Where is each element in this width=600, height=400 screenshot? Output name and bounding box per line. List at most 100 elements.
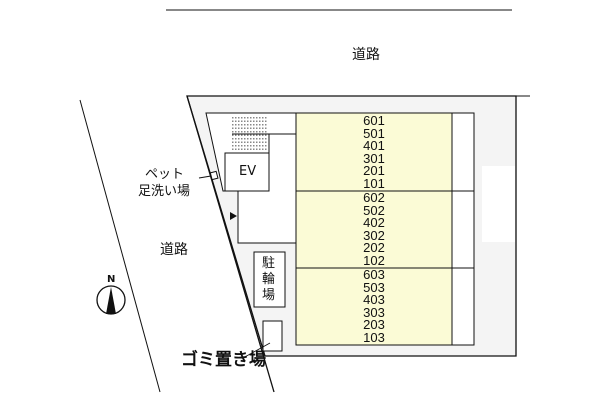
hatch-dot bbox=[265, 138, 267, 140]
hatch-dot bbox=[232, 141, 234, 143]
hatch-dot bbox=[235, 131, 237, 133]
hatch-dot bbox=[250, 148, 252, 150]
hatch-dot bbox=[262, 127, 264, 129]
unit-number: 301 bbox=[363, 150, 385, 166]
bike-parking-box bbox=[253, 251, 286, 308]
unit-number: 202 bbox=[363, 240, 385, 256]
hatch-dot bbox=[259, 127, 261, 129]
hatch-dot bbox=[235, 117, 237, 119]
hatch-dot bbox=[259, 148, 261, 150]
unit-number: 503 bbox=[363, 279, 385, 295]
hatch-dot bbox=[232, 127, 234, 129]
hatch-dot bbox=[250, 120, 252, 122]
hatch-dot bbox=[250, 124, 252, 126]
hatch-dot bbox=[259, 134, 261, 136]
site-diagonal-edge bbox=[186, 95, 275, 393]
bike-char: 輪 bbox=[262, 272, 276, 287]
pet-wash-box bbox=[209, 170, 219, 181]
hatch-dot bbox=[241, 131, 243, 133]
hatch-dot bbox=[256, 148, 258, 150]
unit-number: 602 bbox=[363, 190, 385, 205]
unit-number: 501 bbox=[363, 125, 385, 141]
hatch-dot bbox=[244, 141, 246, 143]
hatch-dot bbox=[247, 127, 249, 129]
hatch-dot bbox=[262, 124, 264, 126]
hatch-dot bbox=[253, 148, 255, 150]
hatch-dot bbox=[241, 134, 243, 136]
road-edge-left bbox=[79, 99, 161, 393]
hatch-dot bbox=[262, 141, 264, 143]
hatch-dot bbox=[253, 131, 255, 133]
hatch-dot bbox=[256, 138, 258, 140]
hatch-dot bbox=[247, 124, 249, 126]
hatch-dot bbox=[241, 145, 243, 147]
hatch-dot bbox=[259, 138, 261, 140]
unit-number: 102 bbox=[363, 252, 385, 268]
hatch-dot bbox=[253, 134, 255, 136]
hatch-dot bbox=[265, 127, 267, 129]
unit-number: 103 bbox=[363, 329, 385, 345]
hatch-dot bbox=[250, 141, 252, 143]
garbage-leader bbox=[242, 342, 271, 359]
hatch-dot bbox=[244, 117, 246, 119]
hatch-dot bbox=[265, 124, 267, 126]
hatch-dot bbox=[241, 138, 243, 140]
hatch-dot bbox=[256, 131, 258, 133]
pet-label: ペット bbox=[145, 167, 185, 182]
hatch-dot bbox=[232, 145, 234, 147]
hatch-dot bbox=[244, 124, 246, 126]
ev-box bbox=[224, 152, 270, 192]
hatch-dot bbox=[241, 124, 243, 126]
hatch-dot bbox=[235, 138, 237, 140]
hatch-dot bbox=[253, 124, 255, 126]
hatch-dot bbox=[241, 141, 243, 143]
hatch-dot bbox=[235, 145, 237, 147]
hatch-dot bbox=[235, 120, 237, 122]
unit-number: 603 bbox=[363, 267, 385, 282]
hatch-dot bbox=[256, 141, 258, 143]
hatch-dot bbox=[244, 145, 246, 147]
hatch-dot bbox=[232, 131, 234, 133]
hatch-dot bbox=[244, 127, 246, 129]
hatch-dot bbox=[238, 127, 240, 129]
hatch-dot bbox=[238, 131, 240, 133]
hatch-dot bbox=[265, 145, 267, 147]
hatch-dot bbox=[244, 134, 246, 136]
hatch-dot bbox=[265, 131, 267, 133]
stairs-hatch bbox=[232, 117, 267, 150]
unit-number: 303 bbox=[363, 304, 385, 320]
hatch-dot bbox=[238, 138, 240, 140]
hatch-dot bbox=[256, 127, 258, 129]
hatch-dot bbox=[250, 127, 252, 129]
unit-number: 601 bbox=[363, 113, 385, 128]
hatch-dot bbox=[253, 117, 255, 119]
unit-number: 402 bbox=[363, 215, 385, 231]
unit-number: 502 bbox=[363, 202, 385, 218]
hatch-dot bbox=[247, 131, 249, 133]
north-label: N bbox=[107, 274, 116, 285]
hatch-dot bbox=[259, 131, 261, 133]
hatch-dot bbox=[244, 120, 246, 122]
unit-number: 201 bbox=[363, 163, 385, 179]
hatch-dot bbox=[232, 138, 234, 140]
hatch-dot bbox=[232, 124, 234, 126]
hatch-dot bbox=[250, 131, 252, 133]
garbage-box bbox=[262, 320, 283, 352]
hatch-dot bbox=[247, 138, 249, 140]
hatch-dot bbox=[244, 131, 246, 133]
unit-number: 302 bbox=[363, 227, 385, 243]
hatch-dot bbox=[265, 148, 267, 150]
balcony-strip bbox=[451, 112, 475, 346]
hatch-dot bbox=[238, 145, 240, 147]
hatch-dot bbox=[247, 148, 249, 150]
hatch-dot bbox=[256, 145, 258, 147]
unit-number: 403 bbox=[363, 292, 385, 308]
hatch-dot bbox=[256, 134, 258, 136]
hatch-dot bbox=[250, 145, 252, 147]
hatch-dot bbox=[244, 148, 246, 150]
hatch-dot bbox=[244, 138, 246, 140]
